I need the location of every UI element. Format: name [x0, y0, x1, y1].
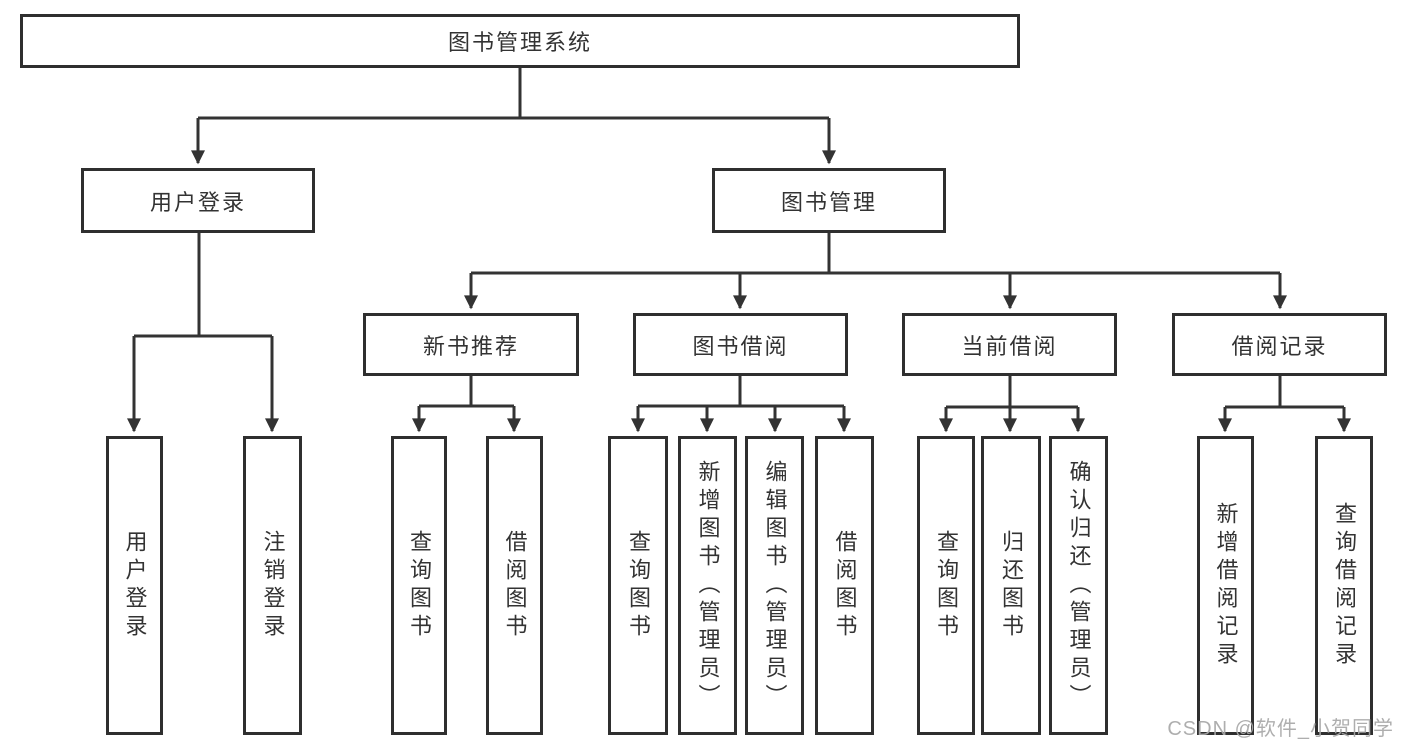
node-label: 图书借阅 — [692, 333, 789, 359]
node-label: 确认归还（管理员） — [1066, 459, 1092, 712]
leaf-borrowing-edit-books-admin: 编辑图书（管理员） — [745, 436, 804, 735]
node-label: 归还图书 — [999, 529, 1024, 642]
leaf-borrowing-query-books: 查询图书 — [608, 436, 668, 735]
node-label: 借阅图书 — [832, 529, 858, 642]
node-label: 注销登录 — [260, 529, 286, 642]
leaf-current-return-books: 归还图书 — [981, 436, 1041, 735]
node-book-borrowing: 图书借阅 — [633, 313, 848, 376]
node-user-login: 用户登录 — [81, 168, 315, 233]
node-label: 查询借阅记录 — [1332, 501, 1357, 670]
node-label: 编辑图书（管理员） — [762, 459, 788, 712]
leaf-borrowing-add-books-admin: 新增图书（管理员） — [678, 436, 737, 735]
leaf-records-add-borrow-record: 新增借阅记录 — [1197, 436, 1254, 735]
node-label: 新增借阅记录 — [1213, 501, 1239, 670]
node-label: 查询图书 — [934, 529, 959, 642]
node-new-book-recommend: 新书推荐 — [363, 313, 579, 376]
leaf-current-query-books: 查询图书 — [917, 436, 975, 735]
node-label: 查询图书 — [407, 529, 432, 642]
node-label: 用户登录 — [149, 189, 246, 215]
node-label: 借阅记录 — [1231, 333, 1328, 359]
node-label: 查询图书 — [626, 529, 651, 642]
leaf-recommend-query-books: 查询图书 — [391, 436, 447, 735]
node-label: 借阅图书 — [502, 529, 528, 642]
node-label: 新增图书（管理员） — [695, 459, 721, 712]
node-current-borrowing: 当前借阅 — [902, 313, 1117, 376]
leaf-current-confirm-return-admin: 确认归还（管理员） — [1049, 436, 1108, 735]
watermark: CSDN @软件_小贺同学 — [1167, 718, 1394, 740]
node-label: 用户登录 — [122, 529, 148, 642]
leaf-records-query-borrow-record: 查询借阅记录 — [1315, 436, 1373, 735]
leaf-recommend-borrow-books: 借阅图书 — [486, 436, 543, 735]
node-book-management: 图书管理 — [712, 168, 946, 233]
node-label: 新书推荐 — [422, 333, 519, 359]
node-borrow-records: 借阅记录 — [1172, 313, 1387, 376]
node-label: 图书管理 — [780, 189, 877, 215]
node-label: 图书管理系统 — [447, 30, 592, 55]
leaf-user-login: 用户登录 — [106, 436, 163, 735]
leaf-borrowing-borrow-books: 借阅图书 — [815, 436, 874, 735]
node-library-management-system: 图书管理系统 — [20, 14, 1020, 68]
leaf-logout: 注销登录 — [243, 436, 302, 735]
node-label: 当前借阅 — [961, 333, 1058, 359]
